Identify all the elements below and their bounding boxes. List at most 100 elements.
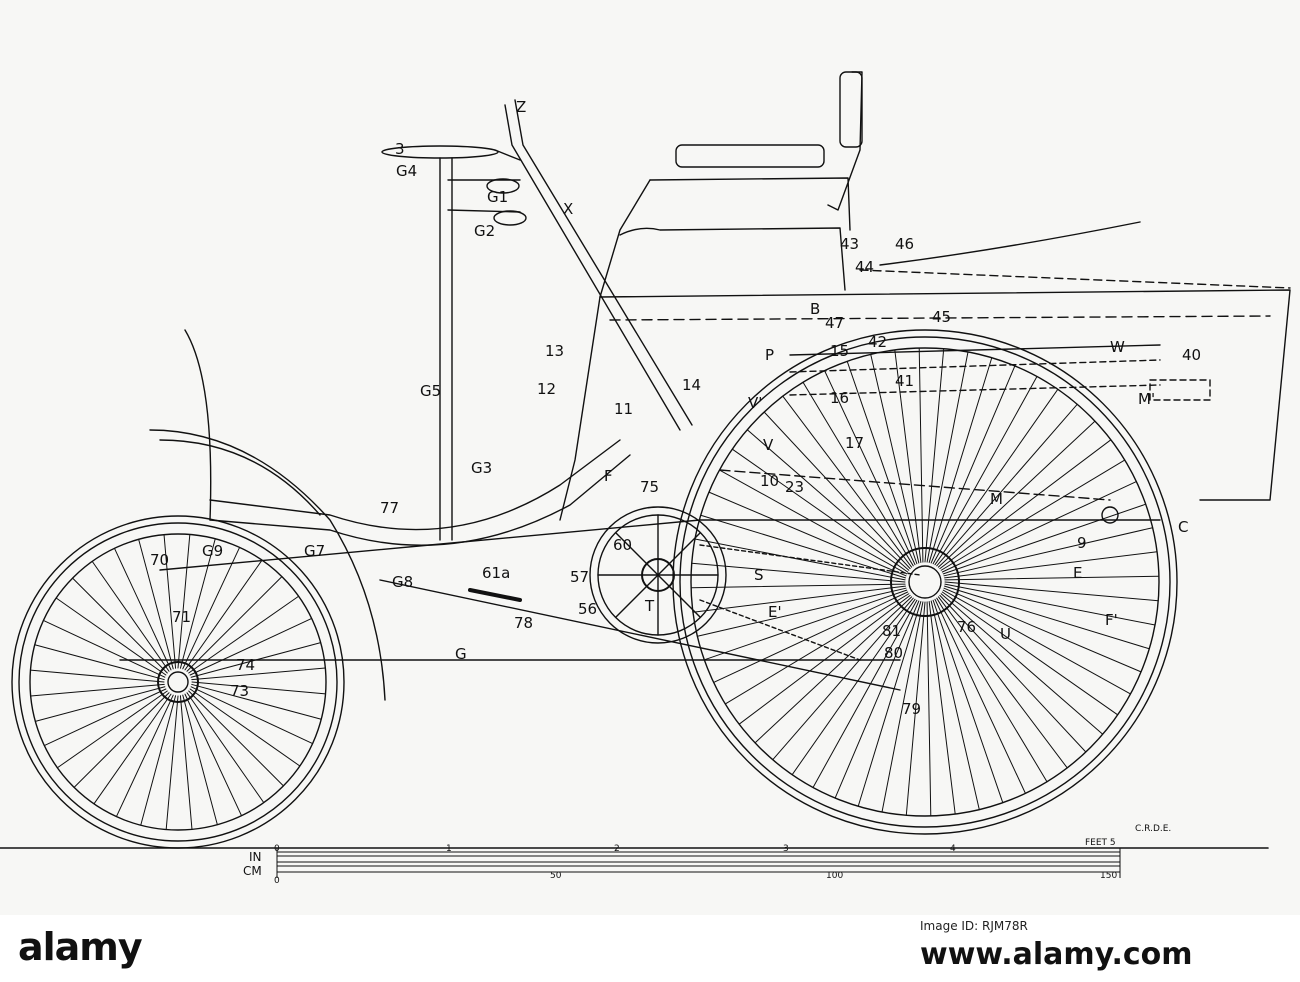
wheel-spoke xyxy=(713,591,909,683)
label: M' xyxy=(1138,390,1155,408)
wheel-spoke xyxy=(189,617,313,676)
wheel-spoke xyxy=(763,411,911,570)
alamy-logo: alamy xyxy=(18,925,143,969)
body-outline xyxy=(559,177,1291,521)
wheel-spoke xyxy=(926,601,932,817)
label: 16 xyxy=(830,389,849,407)
wheel-spoke xyxy=(30,683,165,697)
wheel-spoke xyxy=(708,491,907,577)
scale-tick-ft: 4 xyxy=(950,844,956,854)
wheel-spoke xyxy=(772,597,914,761)
label: V xyxy=(763,436,774,454)
wheel-spoke xyxy=(724,593,910,705)
wheel-spoke xyxy=(944,581,1159,602)
wheel-spoke xyxy=(191,667,326,681)
label: 14 xyxy=(682,376,701,394)
label: Z xyxy=(516,98,526,116)
car-diagram: Z 3 G4 G1 G2 X 43 44 46 B 45 47 13 P 15 … xyxy=(0,71,1291,886)
wheel-spoke xyxy=(791,598,916,776)
label: G3 xyxy=(471,459,492,477)
wheel-spoke xyxy=(182,694,218,826)
label: 74 xyxy=(236,656,255,674)
label: G9 xyxy=(202,542,223,560)
wheel-spoke xyxy=(189,688,301,767)
brake-lever xyxy=(494,99,693,431)
wheel-spoke xyxy=(115,694,174,818)
wheel-spoke xyxy=(179,538,216,669)
wheel-spoke xyxy=(42,619,166,678)
wheel-spoke xyxy=(165,695,179,831)
wheel-spoke xyxy=(746,429,910,571)
label: 80 xyxy=(884,644,903,662)
label: S xyxy=(754,566,764,584)
label: U xyxy=(1000,625,1011,643)
label: 44 xyxy=(855,258,874,276)
wheel-spoke xyxy=(691,562,906,583)
wheel-spoke xyxy=(179,695,193,830)
label: B xyxy=(810,300,820,318)
wheel-spoke xyxy=(184,693,243,817)
label: T xyxy=(644,597,655,615)
label: 9 xyxy=(1077,534,1087,552)
label: V' xyxy=(748,394,762,412)
wheel-spoke xyxy=(857,601,922,807)
wheel-spoke xyxy=(870,353,920,564)
label: 76 xyxy=(957,618,976,636)
wheel-spoke xyxy=(190,686,314,745)
label: 15 xyxy=(830,342,849,360)
label: 71 xyxy=(172,608,191,626)
wheel-spoke xyxy=(905,601,926,816)
wheel-spoke xyxy=(934,598,1026,794)
label: 45 xyxy=(932,308,951,326)
wheel-spoke xyxy=(34,644,165,681)
chain-to-wheel xyxy=(719,469,1111,501)
scale-tick-ft: 3 xyxy=(783,844,789,854)
label: M xyxy=(990,490,1003,508)
label: G1 xyxy=(487,188,508,206)
label: 77 xyxy=(380,499,399,517)
wheel-spoke xyxy=(939,594,1087,753)
label: G2 xyxy=(474,222,495,240)
wheel-spoke xyxy=(182,546,241,670)
label: 23 xyxy=(785,478,804,496)
wheel-spoke xyxy=(944,585,1150,650)
wheel-spoke xyxy=(43,688,167,747)
watermark-bar: alamy Image ID: RJM78R www.alamy.com xyxy=(0,915,1300,982)
label: 46 xyxy=(895,235,914,253)
scale-tick-cm: 0 xyxy=(274,876,280,886)
wheel-spoke xyxy=(934,388,1059,566)
label: 70 xyxy=(150,551,169,569)
wheel-spoke xyxy=(719,469,908,575)
wheel-spoke xyxy=(926,351,969,563)
wheel-spoke xyxy=(944,551,1158,579)
wheel-spoke xyxy=(937,420,1096,568)
wheel-spoke xyxy=(191,683,322,720)
scale-tick-ft: 0 xyxy=(274,844,280,854)
sprocket xyxy=(1101,506,1119,524)
label: W xyxy=(1110,338,1125,356)
label: P xyxy=(765,346,774,364)
chassis-frame xyxy=(119,439,1161,691)
wheel-spoke xyxy=(91,560,170,672)
label: 41 xyxy=(895,372,914,390)
wheel-spoke xyxy=(163,534,177,669)
scale-label-in: IN xyxy=(249,850,262,864)
wheel-spoke xyxy=(932,599,1004,804)
label: 40 xyxy=(1182,346,1201,364)
wheel-spoke xyxy=(930,365,1016,564)
label: 79 xyxy=(902,700,921,718)
label: F xyxy=(604,467,613,485)
steering-column xyxy=(381,145,527,541)
wheel-spoke xyxy=(802,381,914,567)
label: E xyxy=(1073,564,1082,582)
scale-tick-cm: 50 xyxy=(550,871,562,881)
label: G8 xyxy=(392,573,413,591)
label: 42 xyxy=(868,333,887,351)
wheel-spoke xyxy=(944,583,1156,626)
image-id: Image ID: RJM78R xyxy=(920,919,1028,933)
flywheel xyxy=(589,506,727,644)
scale-tick-cm: 150 xyxy=(1100,871,1117,881)
label: 73 xyxy=(230,682,249,700)
label: F' xyxy=(1105,611,1118,629)
